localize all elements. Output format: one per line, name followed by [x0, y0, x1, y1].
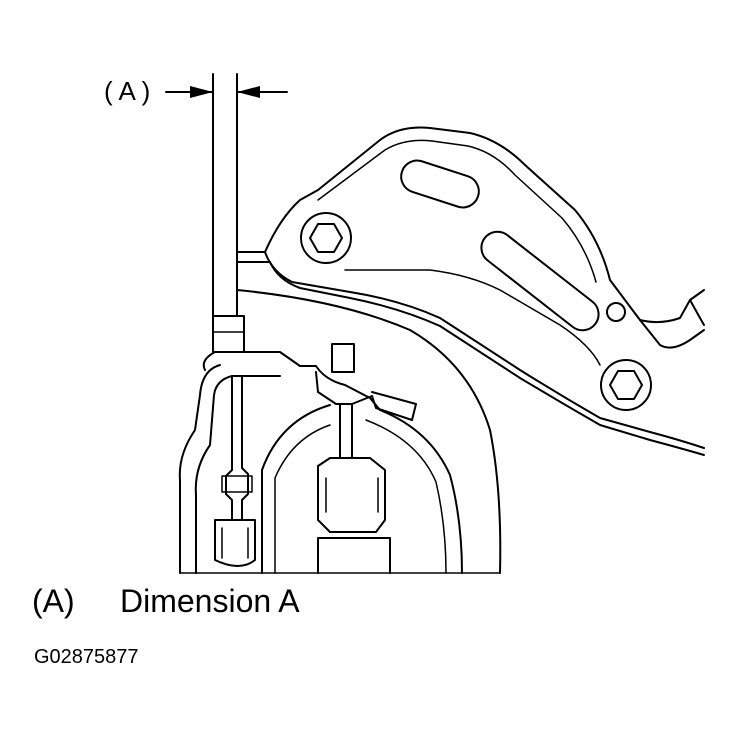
housing-left-wall-inner	[194, 375, 281, 574]
legend-description: Dimension A	[120, 583, 300, 619]
bolt-lower-hex-icon	[609, 370, 643, 400]
bracket-lower-edge	[236, 251, 705, 449]
clip-left-collar	[221, 475, 253, 493]
housing-left-wall	[178, 364, 221, 574]
panel-clip	[212, 315, 245, 353]
retainer-clip-center	[261, 343, 417, 574]
clip-center-left-arm-inner	[274, 424, 331, 574]
housing-outer-arc	[236, 289, 502, 574]
clip-center-base	[317, 537, 391, 574]
housing-top-seal	[202, 351, 381, 411]
locating-hole	[606, 302, 626, 322]
bracket-rib	[344, 269, 601, 366]
arrowhead-left-icon	[190, 86, 213, 98]
bracket-tab-right	[689, 299, 705, 326]
housing	[178, 289, 502, 574]
clip-center-ribs	[325, 477, 379, 513]
bracket-tab-right-lower	[639, 319, 705, 349]
bolt-upper-hex-icon	[309, 223, 343, 253]
clip-left-foot	[214, 519, 256, 567]
bracket-upper-edge	[264, 126, 705, 324]
vertical-panel	[212, 73, 245, 353]
slot-upper	[400, 159, 480, 209]
bracket-upper-flange	[317, 139, 597, 283]
legend-key: (A)	[32, 583, 75, 619]
bolt-upper	[300, 212, 352, 264]
bracket-assembly	[236, 126, 705, 456]
callout-label: ( A )	[104, 76, 150, 106]
housing-right-wall	[379, 409, 463, 574]
legend: (A) Dimension A	[32, 583, 300, 619]
bolt-lower	[600, 359, 652, 411]
housing-right-wall-inner	[365, 419, 447, 574]
clip-left-stem	[225, 375, 233, 521]
bolt-lower-washer	[600, 359, 652, 411]
dimension-callout: ( A )	[104, 76, 288, 106]
slot-diagonal	[480, 230, 600, 332]
clip-center-tab	[315, 371, 417, 421]
clip-center-left-arm	[261, 404, 331, 574]
figure-id: G02875877	[34, 646, 139, 668]
clip-center-body	[317, 457, 386, 533]
clip-left-stem-inner	[241, 375, 249, 521]
clip-center-stem	[339, 403, 353, 459]
retainer-clip-left	[214, 375, 256, 567]
arrowhead-right-icon	[237, 86, 260, 98]
bolt-upper-washer	[300, 212, 352, 264]
bracket-lower-edge-inner	[236, 251, 705, 456]
clip-center-cap	[331, 343, 355, 373]
